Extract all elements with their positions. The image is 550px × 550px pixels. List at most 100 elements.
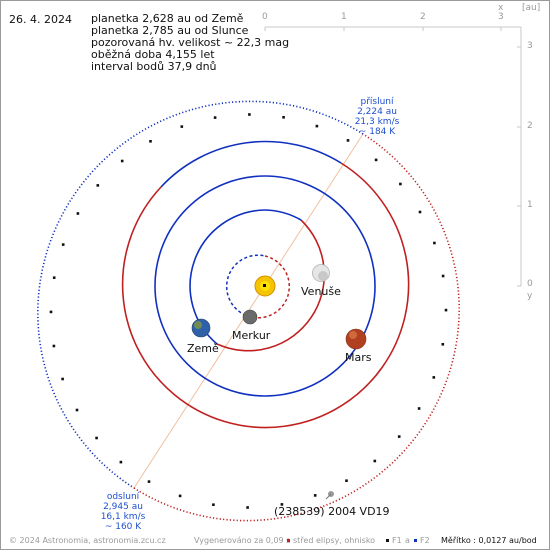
- mars-highlight: [349, 331, 357, 339]
- perihelion-label: přísluní 2,224 au 21,3 km/s ~ 184 K: [347, 97, 407, 137]
- mars: [345, 328, 367, 350]
- orbit-point: [418, 210, 422, 214]
- perihelion-title: přísluní: [360, 97, 394, 107]
- x-tick-1: 1: [341, 12, 347, 22]
- venus-label: Venuše: [301, 285, 341, 298]
- y-tick-2: 2: [527, 121, 533, 131]
- orbit-point: [76, 212, 80, 215]
- orbit-point: [212, 503, 215, 506]
- footer-scale: Měřítko : 0,0127 au/bod: [441, 536, 537, 545]
- y-tick-1: 1: [527, 200, 533, 210]
- perihelion-speed: 21,3 km/s: [354, 117, 400, 127]
- orbit-point: [49, 310, 53, 314]
- footer-legend-f1: F1: [392, 536, 402, 545]
- perihelion-distance: 2,224 au: [357, 107, 397, 117]
- x-tick-0: 0: [262, 12, 268, 22]
- footer-legend-a: a: [405, 536, 410, 545]
- earth-label: Země: [187, 342, 219, 355]
- venus-shade: [318, 271, 328, 281]
- asteroid-pointer: [325, 493, 332, 500]
- aphelion-label: odsluní 2,945 au 16,1 km/s ~ 160 K: [93, 492, 153, 532]
- x-tick-2: 2: [420, 12, 426, 22]
- mars-label: Mars: [345, 351, 372, 364]
- aphelion-temperature: ~ 160 K: [104, 522, 142, 532]
- aphelion-speed: 16,1 km/s: [100, 512, 146, 522]
- venus-orbit-red-arc: [216, 219, 326, 352]
- y-axis-name: y: [527, 291, 533, 301]
- date-label: 26. 4. 2024: [9, 13, 72, 26]
- orbit-point: [280, 503, 284, 506]
- venus-orbit-blue-arc-2: [264, 209, 302, 221]
- orbit-point: [52, 276, 56, 279]
- legend-f2-marker: [414, 539, 417, 542]
- orbit-point: [96, 184, 100, 187]
- orbit-point: [95, 436, 98, 440]
- footer-copyright: © 2024 Astronomia, astronomia.zcu.cz: [9, 536, 166, 545]
- orbit-point: [75, 408, 79, 412]
- orbit-point: [432, 376, 436, 379]
- orbit-point: [119, 460, 123, 464]
- orbit-point: [61, 377, 64, 381]
- info-line-magnitude: pozorovaná hv. velikost ~ 22,3 mag: [91, 36, 290, 49]
- orbit-point: [315, 124, 319, 128]
- orbit-point: [120, 159, 124, 163]
- earth-orbit: [154, 175, 376, 397]
- info-block: planetka 2,628 au od Země planetka 2,785…: [91, 13, 289, 73]
- orbit-point: [246, 506, 249, 509]
- orbit-point: [346, 139, 350, 142]
- footer-legend-f2: F2: [420, 536, 430, 545]
- x-axis-name: x: [498, 3, 504, 13]
- orbit-point: [417, 407, 421, 410]
- orbit-point: [433, 241, 436, 245]
- orbit-point: [399, 182, 402, 186]
- info-line-period: oběžná doba 4,155 let: [91, 48, 215, 61]
- sun-focus-marker: [263, 284, 266, 287]
- orbit-point: [444, 308, 448, 312]
- footer-legend-center: střed elipsy, ohnisko: [293, 536, 376, 545]
- footer-generated: Vygenerováno za 0,09 s: [194, 536, 291, 545]
- mercury: [242, 309, 258, 325]
- orbit-point: [178, 494, 182, 498]
- orbit-point: [313, 494, 317, 497]
- perihelion-temperature: ~ 184 K: [358, 127, 396, 137]
- mars-orbit-blue-arc: [160, 140, 342, 188]
- orbit-point: [282, 116, 285, 119]
- axis-unit: [au]: [522, 3, 541, 13]
- orbit-point: [397, 435, 401, 438]
- orbit-point: [147, 480, 151, 483]
- mercury-orbit-red-arc: [250, 255, 290, 319]
- orbit-point: [373, 459, 377, 463]
- mercury-orbit-blue-arc: [226, 254, 266, 318]
- info-line-interval: interval bodů 37,9 dnů: [91, 60, 217, 73]
- orbit-point: [61, 243, 65, 246]
- orbit-point: [213, 116, 217, 119]
- orbit-point: [248, 113, 251, 116]
- info-line-distance-earth: planetka 2,628 au od Země: [91, 12, 244, 25]
- mars-orbit-red-arc: [121, 162, 410, 429]
- orbit-point: [180, 125, 184, 128]
- mercury-label: Merkur: [232, 329, 271, 342]
- asteroid-orbit-blue-part: [37, 100, 364, 489]
- asteroid-orbit-points: [49, 113, 448, 509]
- orbit-point: [52, 344, 56, 348]
- axis-ticks: [264, 27, 521, 287]
- asteroid-orbit-red-part: [133, 133, 460, 522]
- orbit-point: [149, 140, 152, 143]
- orbit-point: [441, 274, 445, 278]
- orbit-point: [441, 343, 445, 346]
- earth: [191, 318, 211, 338]
- aphelion-title: odsluní: [106, 492, 140, 502]
- info-line-distance-sun: planetka 2,785 au od Slunce: [91, 24, 249, 37]
- legend-f1-marker: [386, 539, 389, 542]
- legend-center-marker: [287, 539, 290, 542]
- x-tick-3: 3: [498, 12, 504, 22]
- orbit-point: [345, 479, 348, 482]
- orbit-point: [374, 158, 378, 162]
- earth-land: [194, 321, 202, 329]
- aphelion-distance: 2,945 au: [103, 502, 143, 512]
- y-tick-3: 3: [527, 41, 533, 51]
- y-tick-0: 0: [527, 279, 533, 289]
- asteroid-name: (238539) 2004 VD19: [274, 505, 390, 518]
